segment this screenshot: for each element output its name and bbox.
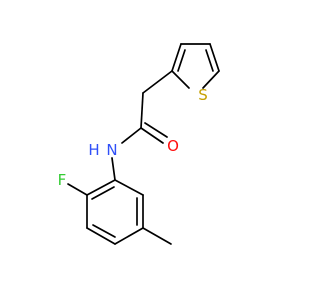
bond-ar1-ar2: [86, 179, 116, 196]
bond-n-aryl: [111, 157, 116, 181]
molecule-structure-diagram: O H N S F: [58, 43, 220, 245]
fluorine-label: F: [58, 171, 67, 189]
bond-ar5-methyl: [142, 227, 172, 245]
bond-ar2-f: [67, 183, 88, 196]
bond-carbonyl-ch2: [140, 92, 144, 129]
thiophene-ring: [171, 43, 220, 89]
bond-ar6-ar1: [114, 179, 144, 196]
bond-carbonyl-o: [140, 127, 164, 144]
bond-ch2-thiophene: [142, 70, 173, 94]
hydrogen-label: H: [88, 141, 99, 159]
sulfur-label: S: [198, 86, 208, 104]
bond-ar4-ar5: [114, 227, 144, 245]
bond-c4-c5: [209, 43, 220, 72]
bond-s-c2: [171, 70, 190, 89]
bond-carbonyl-n: [121, 127, 142, 144]
benzene-ring: [67, 179, 172, 245]
bond-carbonyl-o-double: [144, 122, 168, 138]
bond-ar3-ar4-inner: [92, 224, 116, 238]
oxygen-label: O: [167, 137, 179, 155]
nitrogen-label: N: [106, 141, 117, 159]
bond-ar1-ar2-inner: [91, 186, 115, 200]
bond-ar3-ar4: [86, 227, 116, 245]
bond-c2-c3: [171, 43, 182, 72]
bond-c2-c3-inner: [177, 49, 186, 72]
bond-c4-c5-inner: [205, 49, 214, 72]
bond-c5-s: [202, 70, 220, 89]
acetamide-chain: [111, 70, 173, 181]
